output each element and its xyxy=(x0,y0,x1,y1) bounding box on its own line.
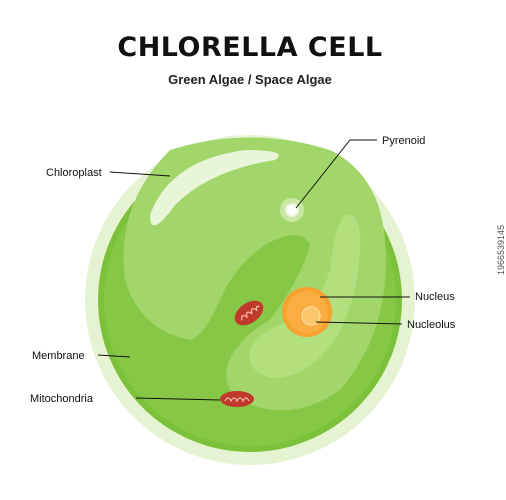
cell-highlight xyxy=(150,150,279,226)
mitochondrion-lower xyxy=(220,391,254,407)
stock-id: 1966539145 xyxy=(496,224,506,276)
label-nucleolus: Nucleolus xyxy=(407,319,456,331)
chloroplast-lobe xyxy=(249,214,361,379)
mitochondrion-upper xyxy=(234,300,264,326)
nucleolus-leader xyxy=(315,321,403,325)
label-membrane: Membrane xyxy=(32,350,85,362)
label-nucleus: Nucleus xyxy=(415,291,455,303)
diagram-title: CHLORELLA CELL xyxy=(117,32,383,63)
diagram-subtitle: Green Algae / Space Algae xyxy=(168,72,332,87)
membrane-leader xyxy=(97,354,131,358)
nucleolus xyxy=(301,306,321,326)
label-chloroplast: Chloroplast xyxy=(46,167,102,179)
pyrenoid-leader xyxy=(295,139,377,209)
label-mitochondria: Mitochondria xyxy=(30,393,94,405)
chloroplast-leader xyxy=(109,171,171,177)
label-pyrenoid: Pyrenoid xyxy=(382,135,425,147)
mitochondria-leader xyxy=(135,397,221,401)
pyrenoid-core xyxy=(285,203,299,217)
